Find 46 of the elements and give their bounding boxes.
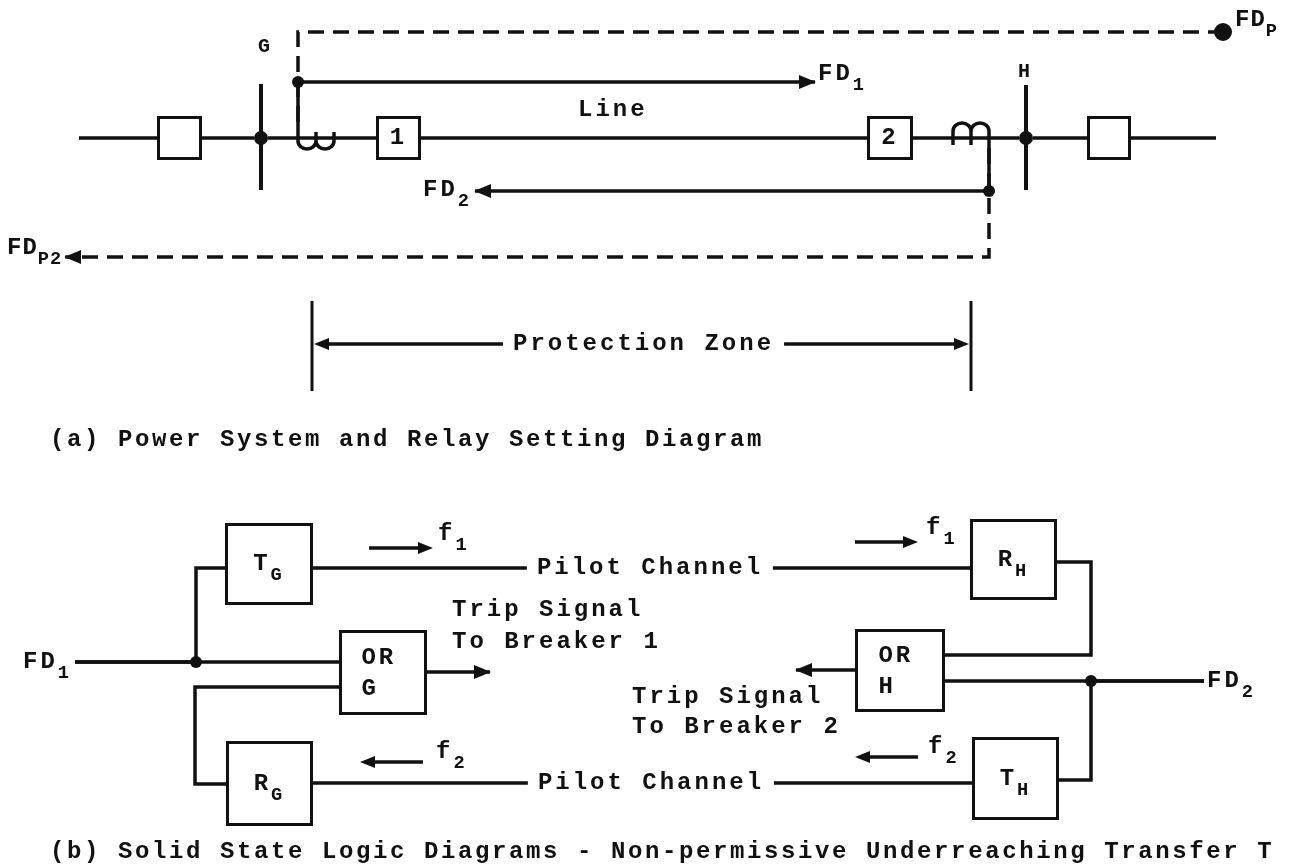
- power-line: [79, 136, 157, 140]
- breaker-box: [157, 116, 202, 160]
- signal-label: FD$_{2}$: [420, 176, 476, 210]
- logic-block: OR H: [855, 629, 945, 712]
- arrow: [296, 75, 816, 122]
- breaker-box: 2: [867, 116, 913, 160]
- breaker-box: [1087, 116, 1131, 160]
- arrow: [427, 665, 491, 679]
- current-transformer-symbol: [949, 118, 994, 148]
- logic-block: T$_{H}$: [972, 737, 1059, 820]
- frequency-label: f$_{2}$: [436, 738, 468, 772]
- power-line: [1033, 136, 1087, 140]
- arrow: [795, 663, 855, 677]
- logic-block: OR G: [339, 630, 427, 715]
- power-line: [421, 136, 867, 140]
- signal-label: FD$_{1}$: [815, 60, 871, 94]
- logic-block: R$_{G}$: [226, 741, 313, 826]
- bus-bar: [254, 84, 268, 190]
- frequency-label: f$_{1}$: [926, 514, 958, 548]
- bus-bar: [1019, 85, 1033, 190]
- power-line: [913, 136, 949, 140]
- power-line: [268, 136, 294, 140]
- connector-line: [75, 660, 339, 664]
- power-line: [339, 136, 376, 140]
- frequency-label: f$_{2}$: [928, 733, 960, 767]
- logic-block: T$_{G}$: [225, 523, 313, 605]
- bus-label: H: [1018, 61, 1031, 83]
- signal-label: FD$_{2}$: [1204, 667, 1260, 701]
- power-line: [994, 136, 1019, 140]
- connector-line: [193, 685, 339, 786]
- signal-label: FD$_{P2}$: [4, 234, 66, 268]
- figure-caption: (b) Solid State Logic Diagrams - Non-permissive Underreaching Transfer T: [50, 838, 1275, 866]
- frequency-label: f$_{1}$: [438, 520, 470, 554]
- dashed-arrow: [64, 148, 991, 264]
- dimension-label: Protection Zone: [513, 330, 775, 358]
- power-line: [1131, 136, 1216, 140]
- current-transformer-symbol: [294, 122, 339, 152]
- bus-label: G: [258, 36, 271, 58]
- connector-line: [1059, 679, 1204, 782]
- logic-block: R$_{H}$: [970, 519, 1057, 600]
- breaker-box: 1: [376, 116, 421, 160]
- connector-line: [945, 560, 1093, 657]
- power-line: [202, 136, 254, 140]
- signal-label: FD$_{1}$: [20, 648, 76, 682]
- signal-label: FD$_{P}$: [1232, 6, 1282, 40]
- figure-caption: (a) Power System and Relay Setting Diagram: [50, 426, 765, 454]
